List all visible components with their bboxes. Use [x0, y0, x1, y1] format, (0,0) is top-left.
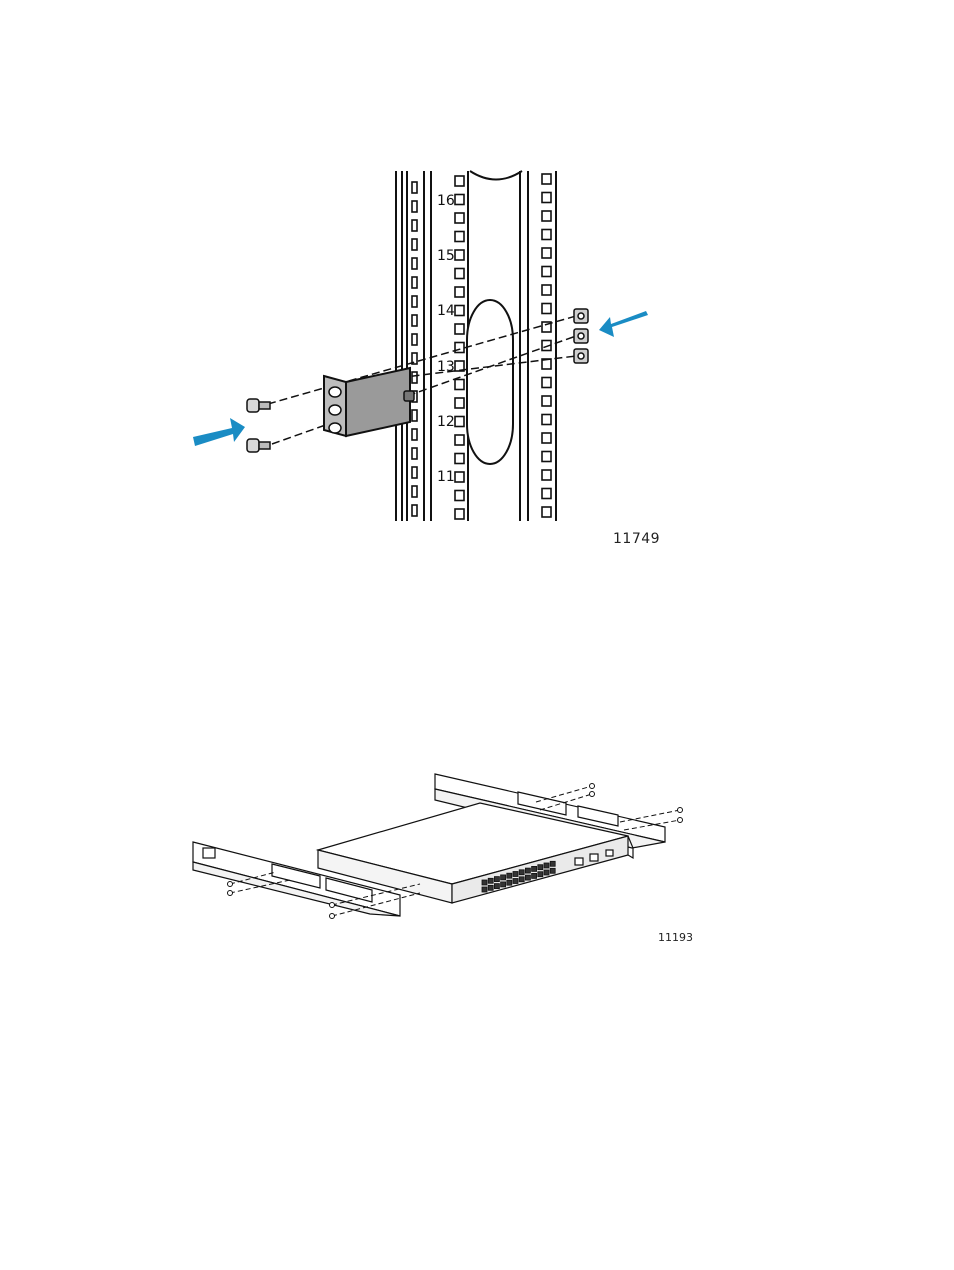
- screw: [678, 818, 683, 823]
- switch-port: [532, 873, 537, 878]
- switch-port: [482, 887, 487, 892]
- switch-port: [488, 878, 493, 883]
- screw: [228, 882, 233, 887]
- switch-port: [494, 877, 499, 882]
- switch-port: [488, 885, 493, 890]
- screw: [590, 784, 595, 789]
- switch-port: [550, 861, 555, 866]
- screw: [330, 914, 335, 919]
- switch-port: [532, 866, 537, 871]
- switch-port: [507, 880, 512, 885]
- switch-port: [544, 870, 549, 875]
- figure-id-label: 11193: [658, 931, 693, 944]
- switch-port: [494, 884, 499, 889]
- switch-port: [519, 870, 524, 875]
- switch-port: [538, 865, 543, 870]
- switch-port: [525, 868, 530, 873]
- switch-port: [544, 863, 549, 868]
- switch-port: [501, 882, 506, 887]
- switch-port: [538, 872, 543, 877]
- switch-port: [513, 872, 518, 877]
- switch-port: [501, 875, 506, 880]
- switch-port: [525, 875, 530, 880]
- screw: [330, 903, 335, 908]
- switch-port: [513, 879, 518, 884]
- switch-port: [482, 880, 487, 885]
- switch-port: [507, 873, 512, 878]
- screw: [228, 891, 233, 896]
- screw: [590, 792, 595, 797]
- switch-port: [519, 877, 524, 882]
- screw: [678, 808, 683, 813]
- switch-port: [550, 868, 555, 873]
